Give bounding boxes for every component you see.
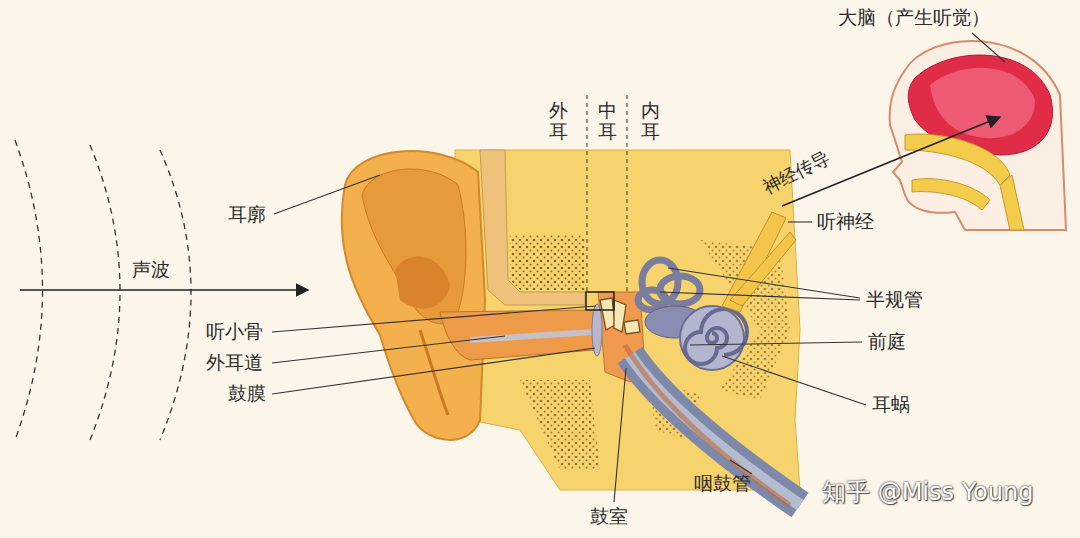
part-label: 前庭	[868, 330, 906, 353]
eustachian-tube	[630, 355, 800, 505]
bone-wall	[480, 150, 585, 305]
auricle-inner	[362, 169, 466, 324]
auricle	[342, 151, 485, 440]
part-label: 耳蜗	[872, 393, 910, 416]
watermark: 知乎 @Miss Young	[822, 478, 1033, 507]
part-label: 听神经	[817, 210, 874, 233]
nasal-cavity	[905, 134, 1010, 185]
division-line	[627, 95, 628, 292]
sound-arrow	[20, 289, 308, 291]
process-label: 神经传导	[759, 146, 833, 198]
part-label: 耳廓	[228, 203, 266, 226]
brain-label: 大脑（产生听觉）	[838, 6, 990, 29]
part-label: 半规管	[866, 288, 923, 311]
leader-line	[272, 33, 1005, 502]
part-label: 鼓室	[590, 505, 628, 528]
region-label: 外耳	[549, 100, 568, 142]
region-label: 中耳	[598, 100, 617, 142]
ossicles	[586, 292, 640, 334]
part-label: 声波	[132, 258, 170, 281]
semicircular-canals	[638, 260, 700, 310]
part-label: 外耳道	[206, 351, 263, 374]
ear-canal	[440, 310, 595, 360]
part-label: 鼓膜	[228, 382, 266, 405]
head-profile	[890, 41, 1066, 230]
region-label: 内耳	[641, 100, 660, 142]
part-label: 咽鼓管	[694, 472, 751, 495]
division-line	[587, 95, 588, 292]
part-label: 听小骨	[206, 320, 263, 343]
